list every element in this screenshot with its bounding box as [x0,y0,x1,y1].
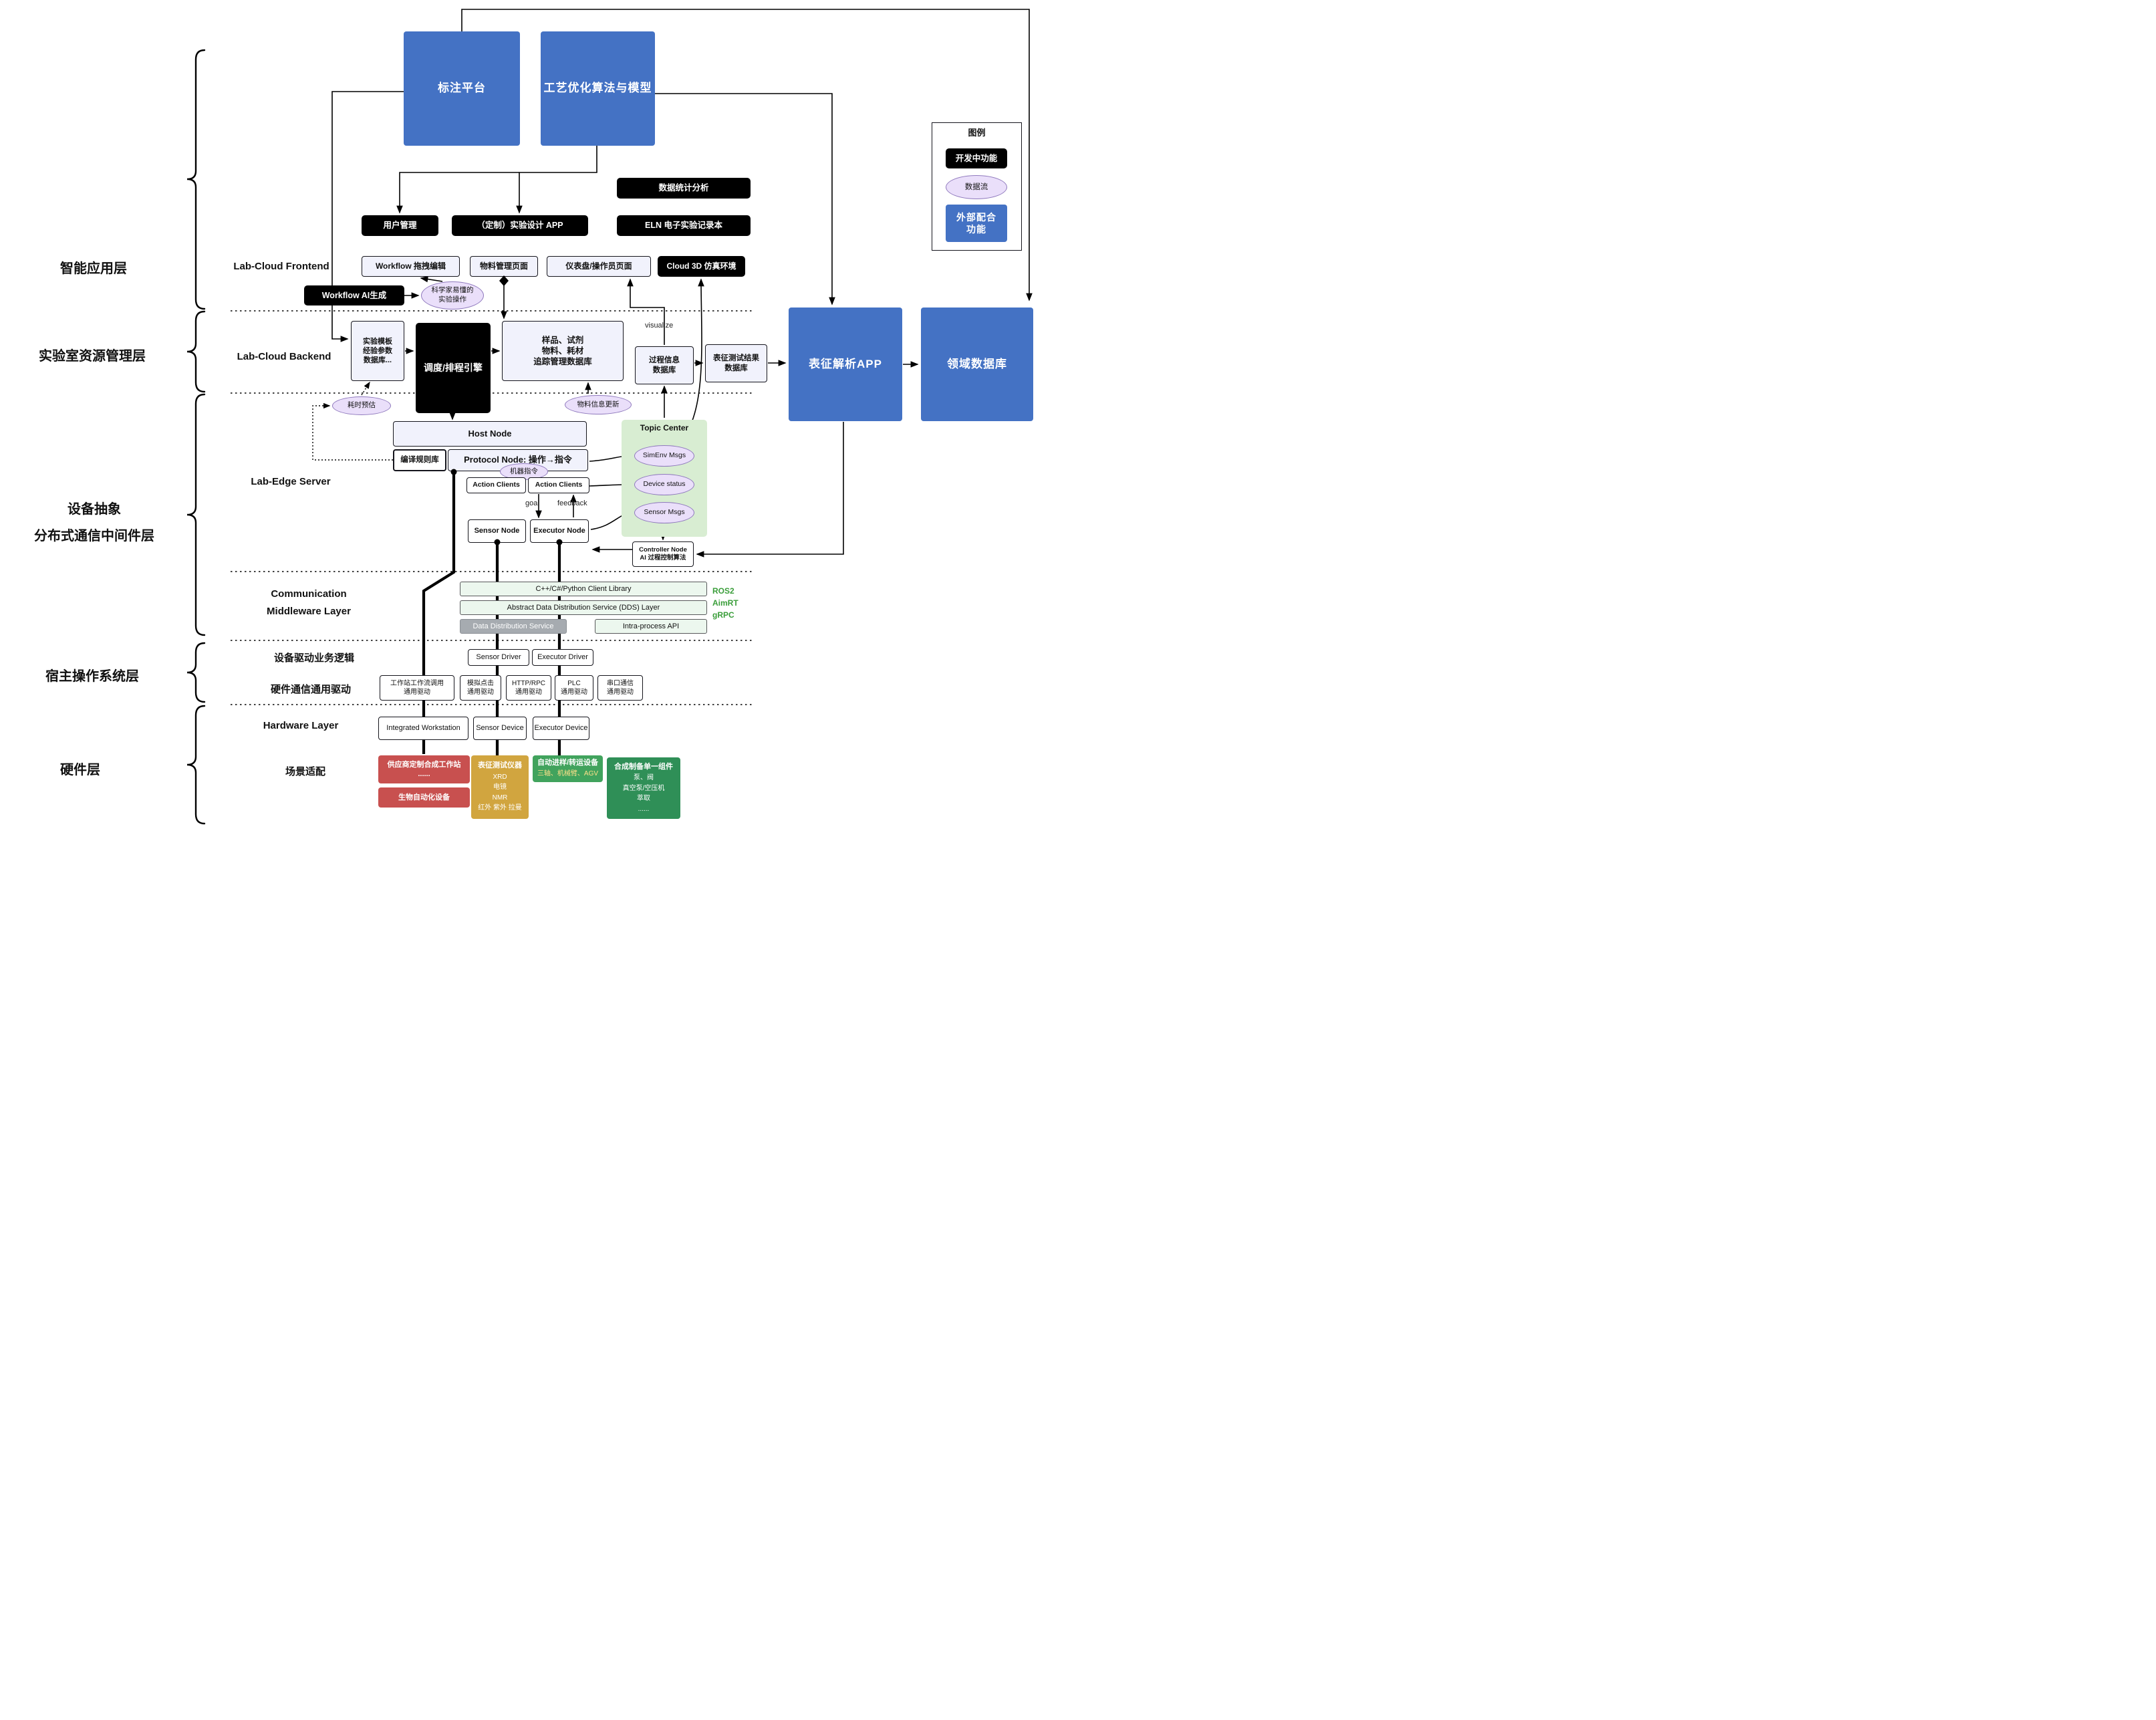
section-label-comm-middleware: Communication Middleware Layer [267,588,351,617]
node-host-node: Host Node [393,421,587,447]
section-label-frontend: Lab-Cloud Frontend [233,261,329,272]
legend-external-feature: 外部配合 功能 [946,205,1007,242]
label-aimrt: AimRT [712,598,738,608]
node-dds-service: Data Distribution Service [460,619,567,634]
node-workstation-driver: 工作站工作流调用 通用驱动 [380,675,454,701]
node-transfer-device: 自动进样/转运设备 三轴、机械臂、AGV [533,755,603,782]
node-process-info-db: 过程信息 数据库 [635,346,694,384]
node-char-instrument: 表征测试仪器 XRD 电镜 NMR 红外 紫外 拉曼 [471,755,529,819]
label-ros2: ROS2 [712,586,734,596]
layer-label-host-os: 宿主操作系统层 [45,669,139,684]
node-synthesis-component: 合成制备单一组件 泵、阀 真空泵/空压机 萃取 ...... [607,757,680,819]
node-controller-node: Controller Node AI 过程控制算法 [632,541,694,567]
node-process-opt-model: 工艺优化算法与模型 [541,31,655,146]
node-machine-cmd-flow: 机器指令 [500,463,548,480]
node-workflow-ai: Workflow AI生成 [304,285,404,305]
node-intra-process-api: Intra-process API [595,619,707,634]
node-char-result-db: 表征测试结果 数据库 [705,344,767,382]
node-topic-center-title: Topic Center [640,423,689,433]
node-executor-device: Executor Device [533,717,589,740]
node-transfer-device-title: 自动进样/转运设备 [537,759,599,767]
node-synthesis-component-items: 泵、阀 真空泵/空压机 萃取 ...... [622,774,665,813]
node-executor-driver: Executor Driver [532,649,593,666]
node-vendor-workstation: 供应商定制合成工作站 ...... [378,755,470,783]
node-dds-layer: Abstract Data Distribution Service (DDS)… [460,600,707,615]
node-exp-design-app: （定制）实验设计 APP [452,215,588,236]
label-feedback: feedback [557,499,587,507]
node-transfer-device-items: 三轴、机械臂、AGV [537,770,599,778]
section-label-edge-server: Lab-Edge Server [251,476,331,487]
node-domain-db: 领域数据库 [921,308,1033,421]
node-dashboard-page: 仪表盘/操作员页面 [547,256,651,277]
node-annotation-platform: 标注平台 [404,31,520,146]
node-material-update-flow: 物料信息更新 [565,395,632,414]
section-label-backend: Lab-Cloud Backend [237,351,331,362]
junction-markers [450,275,563,545]
node-action-clients-left: Action Clients [466,477,526,493]
node-user-mgmt: 用户管理 [362,215,438,236]
node-integrated-workstation: Integrated Workstation [378,717,468,740]
node-char-instrument-title: 表征测试仪器 [478,761,522,770]
node-cloud3d: Cloud 3D 仿真环境 [658,256,745,277]
node-char-instrument-items: XRD 电镜 NMR 红外 紫外 拉曼 [478,773,522,812]
section-label-hw-driver: 硬件通信通用驱动 [270,684,351,695]
node-serial-driver: 串口通信 通用驱动 [597,675,643,701]
node-synthesis-component-title: 合成制备单一组件 [614,762,673,771]
node-scientist-ops-flow: 科学家易懂的 实验操作 [421,281,484,310]
node-client-library: C++/C#/Python Client Library [460,582,707,596]
legend-dev-feature: 开发中功能 [946,148,1007,168]
node-simenv-msgs: SimEnv Msgs [634,445,694,467]
label-grpc: gRPC [712,610,734,620]
architecture-diagram: 智能应用层 实验室资源管理层 设备抽象 分布式通信中间件层 宿主操作系统层 硬件… [0,0,1078,839]
label-goal: goal [525,499,539,507]
node-click-driver: 模拟点击 通用驱动 [460,675,501,701]
node-sensor-msgs: Sensor Msgs [634,502,694,523]
node-scheduler: 调度/排程引擎 [416,323,491,413]
connector-lines [186,9,1033,825]
node-sensor-driver: Sensor Driver [468,649,529,666]
node-compile-rules: 编译规则库 [393,449,446,471]
layer-label-hardware: 硬件层 [60,763,100,777]
node-device-status: Device status [634,474,694,495]
node-eln: ELN 电子实验记录本 [617,215,751,236]
section-label-driver-logic: 设备驱动业务逻辑 [273,652,354,664]
node-sample-db: 样品、试剂 物料、耗材 追踪管理数据库 [502,321,624,381]
section-label-hardware-layer: Hardware Layer [263,720,339,731]
layer-label-device-abstraction: 设备抽象 分布式通信中间件层 [34,502,154,543]
node-action-clients-right: Action Clients [528,477,589,493]
node-executor-node: Executor Node [530,519,589,543]
node-exp-template-db: 实验模板 经验参数 数据库... [351,321,404,381]
node-time-estimate-flow: 耗时预估 [332,396,391,415]
node-char-analysis-app: 表征解析APP [789,308,902,421]
node-http-rpc-driver: HTTP/RPC 通用驱动 [506,675,551,701]
layer-label-intelligent-app: 智能应用层 [60,261,127,276]
node-material-page: 物料管理页面 [470,256,538,277]
section-label-scene: 场景适配 [285,766,325,777]
node-bio-automation: 生物自动化设备 [378,787,470,808]
node-sensor-device: Sensor Device [473,717,527,740]
node-sensor-node: Sensor Node [468,519,526,543]
legend-title: 图例 [968,127,986,138]
node-plc-driver: PLC 通用驱动 [555,675,593,701]
node-data-stats: 数据统计分析 [617,178,751,199]
node-workflow-edit: Workflow 拖拽编辑 [362,256,460,277]
legend-data-flow: 数据流 [946,175,1007,199]
layer-label-lab-resource: 实验室资源管理层 [39,349,146,364]
label-visualize: visualize [645,322,674,330]
